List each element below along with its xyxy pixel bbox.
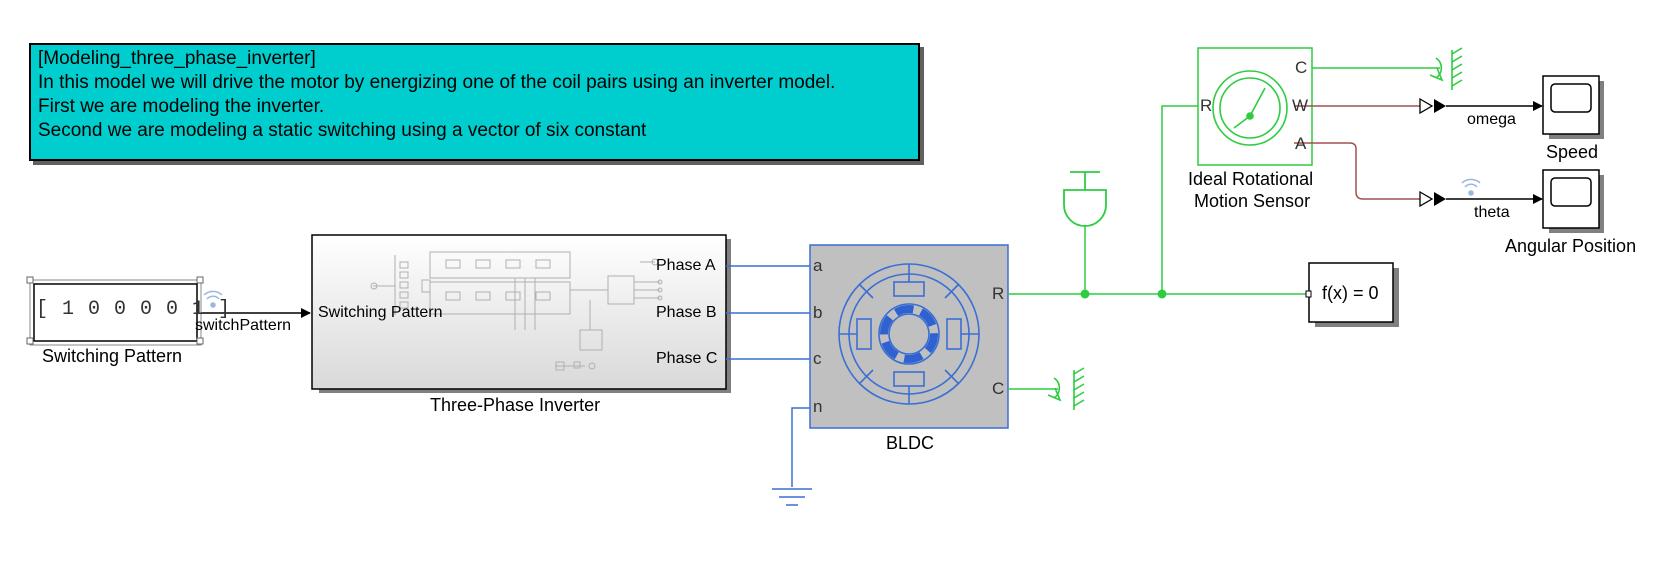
phase-b-port-label: Phase B xyxy=(656,304,717,321)
phase-wires[interactable] xyxy=(726,265,810,487)
switching-pattern-block[interactable] xyxy=(26,276,204,346)
sensor-label-line1: Ideal Rotational xyxy=(1188,169,1314,189)
mechanical-wires[interactable] xyxy=(1008,67,1440,390)
three-phase-inverter-label: Three-Phase Inverter xyxy=(430,395,601,415)
wireless-icon xyxy=(203,290,223,308)
junction-dot xyxy=(1080,289,1090,299)
annotation-title: [Modeling_three_phase_inverter] xyxy=(38,48,316,69)
sensor-port-w: W xyxy=(1292,96,1309,115)
bldc-port-a: a xyxy=(813,256,823,275)
bldc-port-c-mech: C xyxy=(992,379,1005,398)
model-annotation[interactable]: [Modeling_three_phase_inverter] In this … xyxy=(29,43,920,161)
mechanical-reference-icon xyxy=(1047,367,1085,410)
three-phase-inverter-block[interactable] xyxy=(311,234,731,393)
bldc-port-r: R xyxy=(992,284,1005,303)
sensor-port-r: R xyxy=(1200,96,1213,115)
sensor-dial-icon xyxy=(1212,70,1288,146)
annotation-line: First we are modeling the inverter. xyxy=(38,96,325,117)
solver-configuration-block[interactable] xyxy=(1305,262,1399,327)
electrical-ground-icon xyxy=(772,488,812,506)
angular-position-scope-label: Angular Position xyxy=(1505,236,1637,256)
inertia-icon[interactable] xyxy=(1063,171,1107,227)
mechanical-reference-icon xyxy=(1429,47,1463,90)
bldc-port-c: c xyxy=(813,349,822,368)
speed-scope-block[interactable] xyxy=(1542,75,1604,139)
solver-configuration-label: f(x) = 0 xyxy=(1322,283,1379,303)
bldc-port-n: n xyxy=(813,397,823,416)
constant-value: [ 1 0 0 0 0 1 ] xyxy=(36,298,232,321)
omega-signal-label: omega xyxy=(1467,111,1516,128)
inverter-input-port-label: Switching Pattern xyxy=(318,304,443,321)
junction-dot xyxy=(1157,289,1167,299)
angular-position-scope-block[interactable] xyxy=(1542,169,1604,233)
wireless-icon xyxy=(1461,178,1481,196)
phase-c-port-label: Phase C xyxy=(656,350,718,367)
ps-simulink-converter[interactable] xyxy=(1419,190,1446,208)
switching-pattern-label: Switching Pattern xyxy=(42,346,183,366)
bldc-label: BLDC xyxy=(886,433,935,453)
sensor-port-c: C xyxy=(1295,58,1308,77)
switch-pattern-signal-label: switchPattern xyxy=(195,317,292,334)
speed-scope-label: Speed xyxy=(1546,142,1599,162)
annotation-line: Second we are modeling a static switchin… xyxy=(38,120,647,141)
bldc-port-b: b xyxy=(813,303,823,322)
inverter-preview-icon xyxy=(370,251,663,371)
ps-simulink-converter[interactable] xyxy=(1419,97,1446,115)
sensor-label-line2: Motion Sensor xyxy=(1194,191,1311,211)
phase-a-port-label: Phase A xyxy=(656,257,716,274)
physical-signal-lines[interactable] xyxy=(1294,105,1420,200)
motor-icon xyxy=(838,263,980,405)
annotation-line: In this model we will drive the motor by… xyxy=(38,72,836,93)
sensor-port-a: A xyxy=(1295,134,1307,153)
theta-signal-label: theta xyxy=(1474,204,1510,221)
